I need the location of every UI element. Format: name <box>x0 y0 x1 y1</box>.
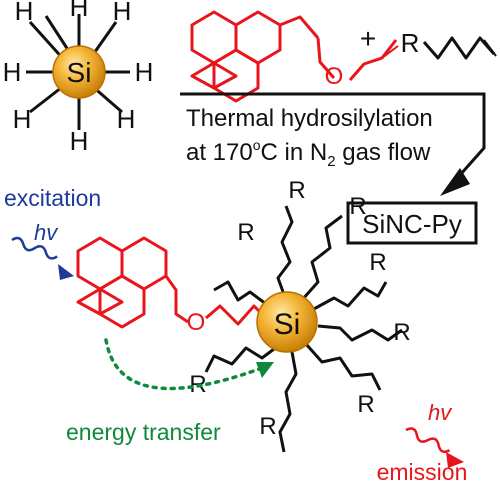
condition-line-2: at 170oC in N2 gas flow <box>186 137 431 170</box>
silane-si-label: Si <box>67 57 92 88</box>
r-label: R <box>393 319 410 346</box>
r-group-labels: R R R R R R R R <box>189 177 410 440</box>
hydrogen-labels: H H H H H H H H <box>3 0 154 156</box>
energy-transfer-arrowhead <box>256 362 274 378</box>
reaction-arrow <box>180 92 486 185</box>
emission-wave <box>405 427 451 454</box>
r-label: R <box>349 193 366 220</box>
excitation-hv: hv <box>34 220 59 245</box>
h-label: H <box>70 126 89 156</box>
silane-si-atom <box>52 45 106 99</box>
energy-transfer-arrow <box>104 338 264 391</box>
n2-subscript: 2 <box>327 153 335 170</box>
reaction-arrowhead <box>440 168 470 196</box>
condition-temp: at 170 <box>186 139 253 166</box>
condition-flow: gas flow <box>336 139 431 166</box>
excitation-label: excitation <box>4 185 101 211</box>
emission-arrowhead <box>446 452 464 468</box>
attached-pyrene <box>76 236 274 329</box>
nanocrystal-si-label: Si <box>274 308 301 341</box>
product-box <box>346 201 478 245</box>
silane-molecule: Si H H H H H H H H <box>3 0 154 156</box>
r-label: R <box>288 177 305 204</box>
h-label: H <box>70 0 89 22</box>
top-ether-oxygen: O <box>325 63 344 90</box>
h-label: H <box>117 104 136 134</box>
excitation-wave <box>11 236 58 260</box>
condition-gas: C in N <box>261 139 328 166</box>
h-label: H <box>3 57 22 87</box>
linker-oxygen: O <box>187 309 206 336</box>
energy-transfer-label: energy transfer <box>66 419 221 445</box>
condition-line-1: Thermal hydrosilylation <box>186 105 433 132</box>
alkyl-chains <box>204 205 403 453</box>
r-label: R <box>357 391 374 418</box>
pyrene-allyl-ether <box>190 10 399 103</box>
plus-sign: + <box>360 23 376 54</box>
h-label: H <box>135 57 154 87</box>
r-label: R <box>259 413 276 440</box>
r-label: R <box>369 249 386 276</box>
r-label: R <box>237 219 254 246</box>
emission-hv: hv <box>428 400 453 425</box>
product-label: SiNC-Py <box>362 209 462 239</box>
nanocrystal-core <box>256 291 318 353</box>
h-label: H <box>15 0 34 26</box>
excitation-arrowhead <box>58 264 74 280</box>
emission-label: emission <box>377 459 468 485</box>
h-label: H <box>113 0 132 26</box>
degree-superscript: o <box>253 137 261 153</box>
alkene-r-label: R <box>401 28 420 58</box>
alkene-chain <box>422 36 496 60</box>
h-label: H <box>13 104 32 134</box>
